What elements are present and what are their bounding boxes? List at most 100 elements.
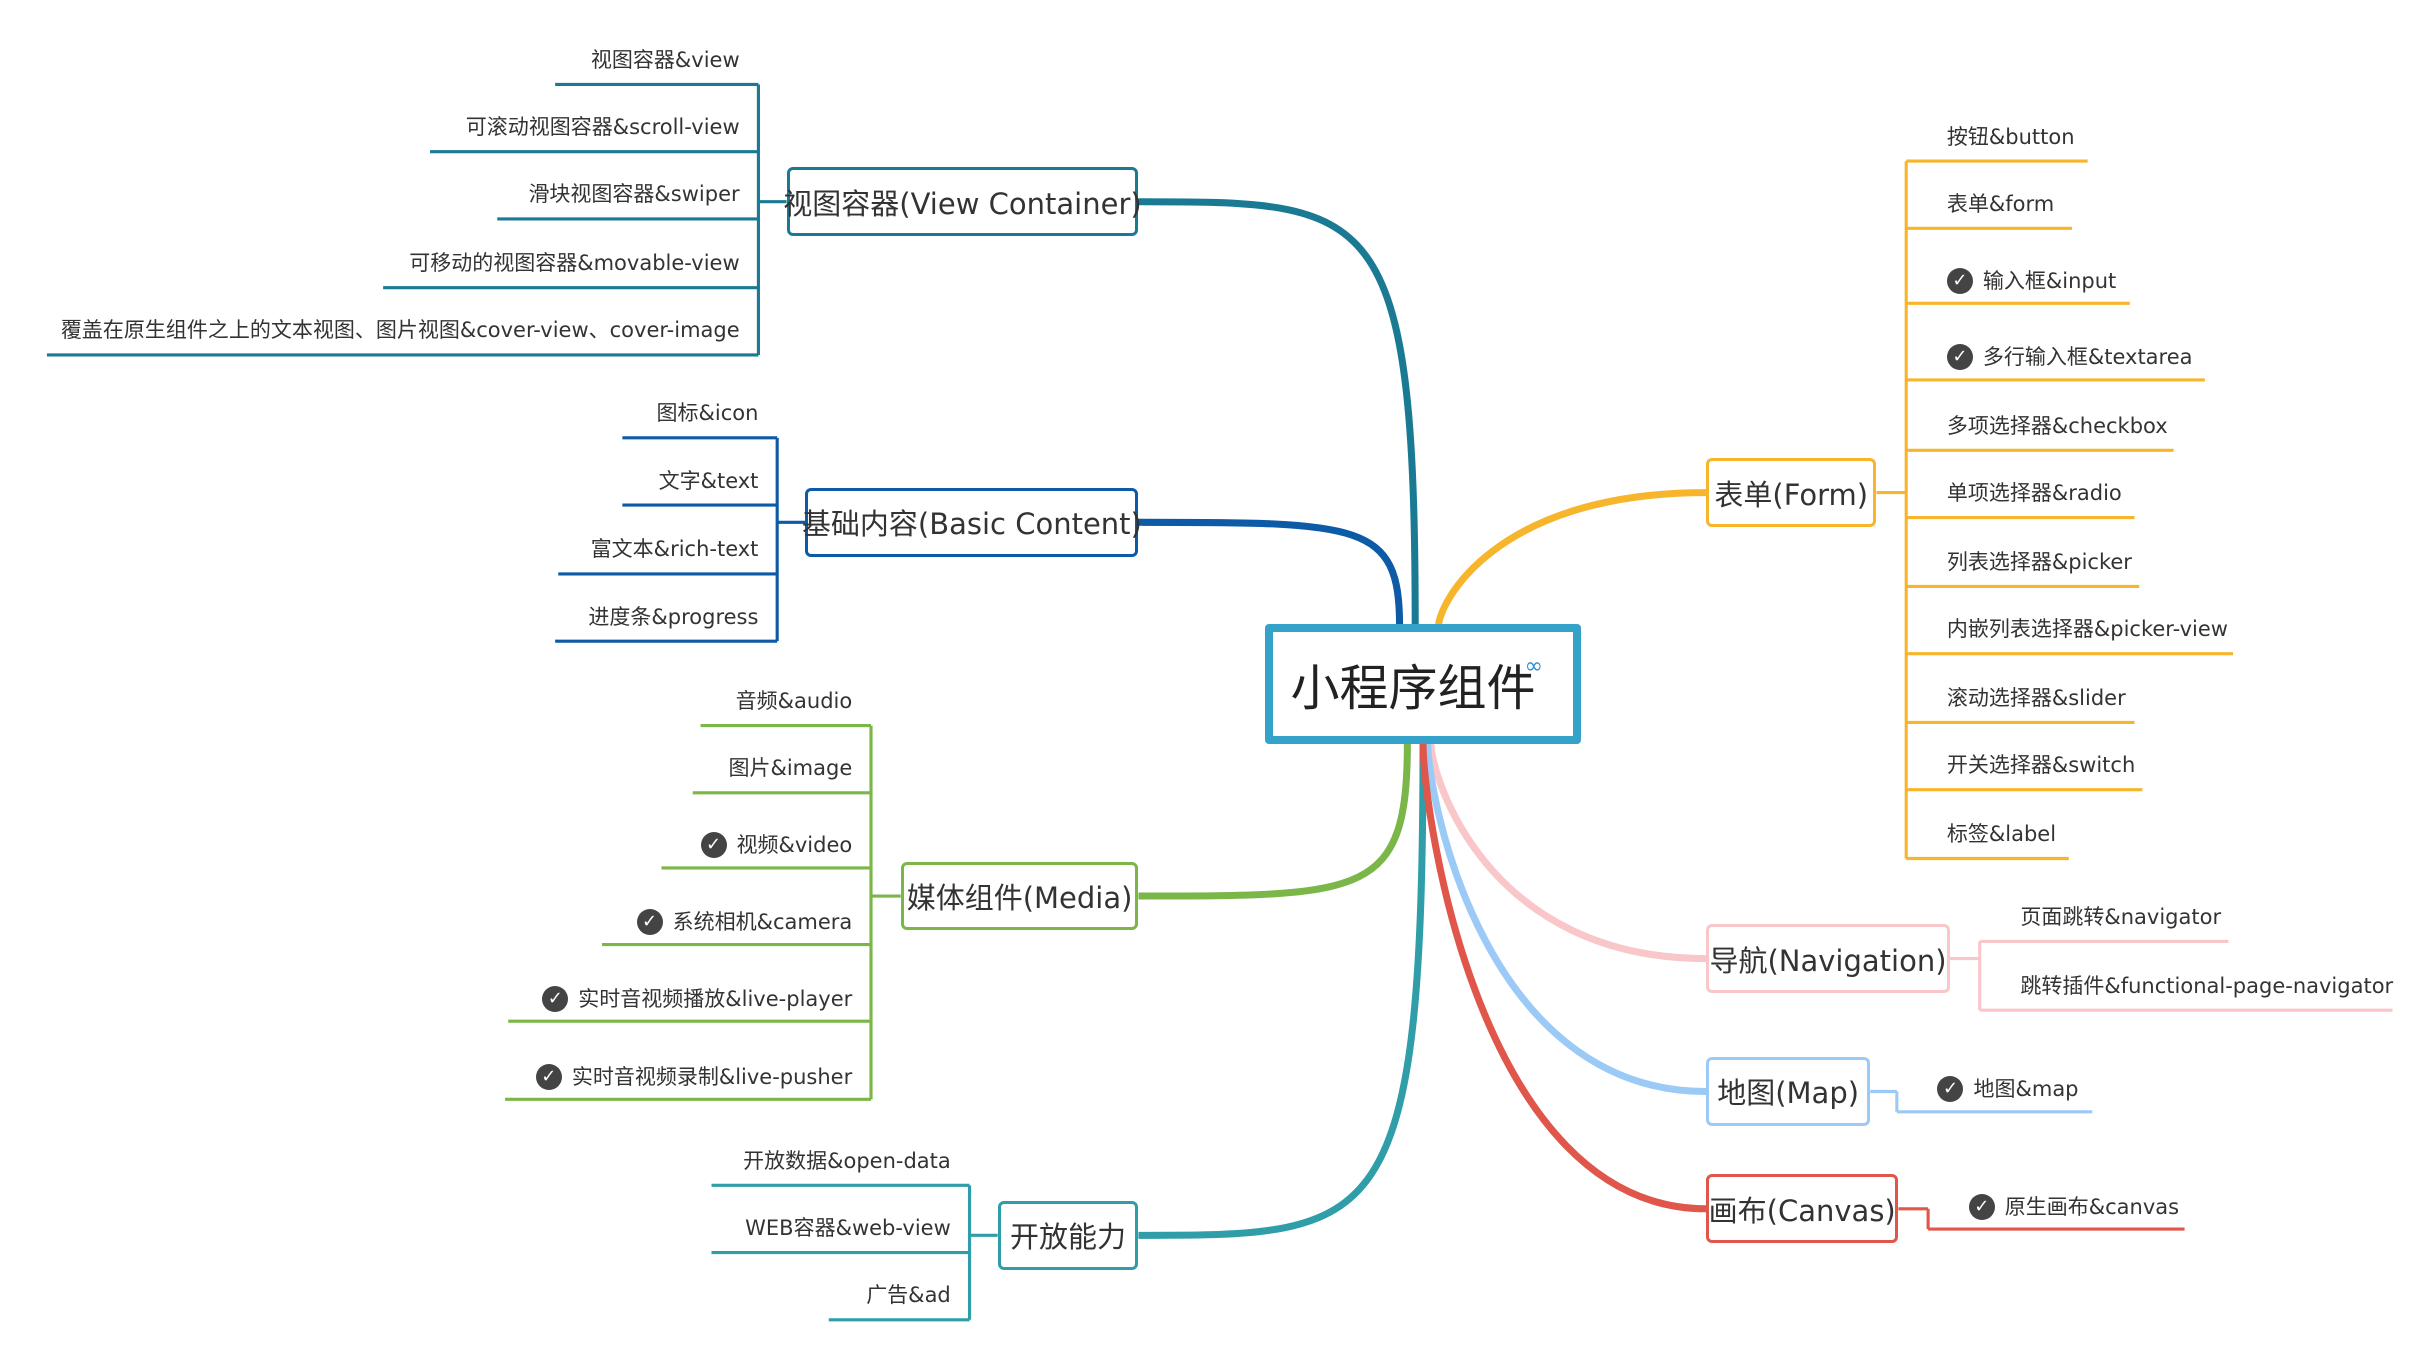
leaf-label: 进度条&progress [588, 604, 759, 629]
branch-label: 开放能力 [1010, 1220, 1127, 1255]
branch-label: 媒体组件(Media) [906, 881, 1133, 916]
leaf-item[interactable]: ✓ 视频&video [700, 830, 853, 859]
leaf-label: 表单&form [1946, 191, 2055, 216]
leaf-label: 滑块视图容器&swiper [528, 182, 740, 207]
leaf-item[interactable]: ✓ 实时音视频录制&live-pusher [535, 1062, 853, 1090]
leaf-item[interactable]: 表单&form [1947, 191, 2054, 217]
leaf-label: 文字&text [658, 468, 759, 493]
leaf-label: WEB容器&web-view [745, 1216, 951, 1241]
branch-open[interactable]: 开放能力 [997, 1200, 1139, 1270]
leaf-item[interactable]: 视图容器&view [591, 47, 740, 73]
branch-nav[interactable]: 导航(Navigation) [1706, 924, 1950, 993]
leaf-label: 地图&map [1973, 1077, 2079, 1102]
leaf-item[interactable]: 页面跳转&navigator [2020, 904, 2221, 930]
leaf-item[interactable]: 开关选择器&switch [1947, 752, 2135, 778]
leaf-label: 滚动选择器&slider [1946, 685, 2126, 710]
leaf-item[interactable]: 开放数据&open-data [743, 1148, 951, 1174]
branch-media[interactable]: 媒体组件(Media) [900, 861, 1139, 931]
branch-label: 基础内容(Basic Content) [801, 507, 1142, 542]
check-circle-icon: ✓ [1946, 267, 1973, 294]
leaf-label: 实时音视频录制&live-pusher [571, 1064, 853, 1089]
leaf-label: 开关选择器&switch [1946, 753, 2136, 778]
check-circle-icon: ✓ [542, 985, 569, 1012]
leaf-label: 实时音视频播放&live-player [578, 986, 853, 1011]
leaf-label: 富文本&rich-text [590, 537, 759, 562]
leaf-label: 图片&image [728, 756, 853, 781]
leaf-item[interactable]: 列表选择器&picker [1947, 549, 2132, 575]
leaf-label: 视频&video [736, 833, 853, 858]
leaf-label: 按钮&button [1946, 124, 2075, 149]
leaf-item[interactable]: 可移动的视图容器&movable-view [409, 250, 739, 276]
leaf-item[interactable]: 多项选择器&checkbox [1947, 413, 2168, 439]
link-icon[interactable]: ∞ [1524, 653, 1543, 679]
check-circle-icon: ✓ [1946, 344, 1973, 371]
connector-line [1427, 742, 1707, 963]
leaf-label: 原生画布&canvas [2004, 1194, 2180, 1219]
leaf-item[interactable]: 滚动选择器&slider [1947, 685, 2126, 711]
leaf-item[interactable]: 覆盖在原生组件之上的文本视图、图片视图&cover-view、cover-ima… [61, 317, 740, 343]
branch-label: 画布(Canvas) [1708, 1193, 1896, 1228]
branch-label: 表单(Form) [1714, 477, 1869, 512]
leaf-label: 可移动的视图容器&movable-view [409, 251, 740, 276]
check-circle-icon: ✓ [535, 1063, 562, 1090]
connector-line [1424, 742, 1707, 1096]
leaf-item[interactable]: ✓ 多行输入框&textarea [1946, 342, 2193, 371]
leaf-label: 输入框&input [1982, 268, 2117, 293]
leaf-item[interactable]: 标签&label [1947, 821, 2056, 847]
leaf-item[interactable]: 跳转插件&functional-page-navigator [2020, 973, 2393, 999]
branch-map[interactable]: 地图(Map) [1706, 1057, 1871, 1126]
leaf-item[interactable]: 音频&audio [736, 688, 853, 714]
leaf-label: 音频&audio [735, 689, 853, 714]
leaf-label: 多项选择器&checkbox [1946, 413, 2168, 438]
leaf-label: 标签&label [1946, 821, 2057, 846]
branch-label: 视图容器(View Container) [783, 186, 1142, 221]
central-topic-title: 小程序组件 [1290, 659, 1536, 717]
leaf-label: 多行输入框&textarea [1982, 345, 2193, 370]
leaf-item[interactable]: 进度条&progress [588, 604, 758, 630]
leaf-label: 可滚动视图容器&scroll-view [465, 115, 740, 140]
branch-basic[interactable]: 基础内容(Basic Content) [802, 487, 1142, 557]
connector-line [1138, 742, 1411, 900]
leaf-item[interactable]: 单项选择器&radio [1947, 480, 2122, 506]
leaf-item[interactable]: 图标&icon [657, 400, 759, 426]
branch-view[interactable]: 视图容器(View Container) [783, 167, 1142, 237]
leaf-label: 页面跳转&navigator [2020, 904, 2222, 929]
branch-label: 地图(Map) [1717, 1076, 1860, 1111]
leaf-item[interactable]: ✓ 原生画布&canvas [1968, 1192, 2180, 1220]
check-circle-icon: ✓ [1937, 1076, 1964, 1103]
leaf-item[interactable]: 文字&text [659, 468, 759, 494]
leaf-item[interactable]: ✓ 地图&map [1937, 1074, 2079, 1103]
leaf-label: 列表选择器&picker [1946, 549, 2132, 574]
leaf-item[interactable]: 图片&image [728, 755, 852, 781]
check-circle-icon: ✓ [636, 908, 663, 935]
leaf-item[interactable]: 富文本&rich-text [591, 536, 759, 562]
leaf-item[interactable]: 按钮&button [1947, 124, 2075, 150]
leaf-item[interactable]: 可滚动视图容器&scroll-view [466, 114, 740, 140]
leaf-label: 视图容器&view [590, 47, 740, 72]
connector-line [1138, 518, 1404, 626]
leaf-item[interactable]: WEB容器&web-view [745, 1215, 951, 1241]
leaf-item[interactable]: 滑块视图容器&swiper [528, 181, 739, 207]
connector-line [1435, 489, 1707, 626]
connector-line [1138, 742, 1427, 1239]
branch-canvas[interactable]: 画布(Canvas) [1706, 1174, 1899, 1244]
leaf-item[interactable]: 内嵌列表选择器&picker-view [1947, 616, 2228, 642]
leaf-label: 开放数据&open-data [743, 1148, 951, 1173]
leaf-label: 广告&ad [866, 1283, 951, 1308]
branch-form[interactable]: 表单(Form) [1706, 458, 1877, 527]
leaf-item[interactable]: 广告&ad [866, 1282, 951, 1308]
leaf-label: 跳转插件&functional-page-navigator [2020, 973, 2394, 998]
check-circle-icon: ✓ [700, 832, 727, 859]
check-circle-icon: ✓ [1968, 1193, 1995, 1220]
leaf-label: 覆盖在原生组件之上的文本视图、图片视图&cover-view、cover-ima… [60, 318, 740, 343]
leaf-label: 内嵌列表选择器&picker-view [1946, 617, 2228, 642]
central-topic[interactable]: 小程序组件 [1265, 623, 1581, 745]
leaf-label: 系统相机&camera [672, 909, 853, 934]
leaf-item[interactable]: ✓ 输入框&input [1946, 266, 2117, 294]
leaf-item[interactable]: ✓ 系统相机&camera [636, 907, 853, 935]
leaf-label: 图标&icon [656, 401, 759, 426]
leaf-label: 单项选择器&radio [1946, 481, 2122, 506]
leaf-item[interactable]: ✓ 实时音视频播放&live-player [542, 984, 852, 1012]
connector-line [1419, 742, 1707, 1213]
